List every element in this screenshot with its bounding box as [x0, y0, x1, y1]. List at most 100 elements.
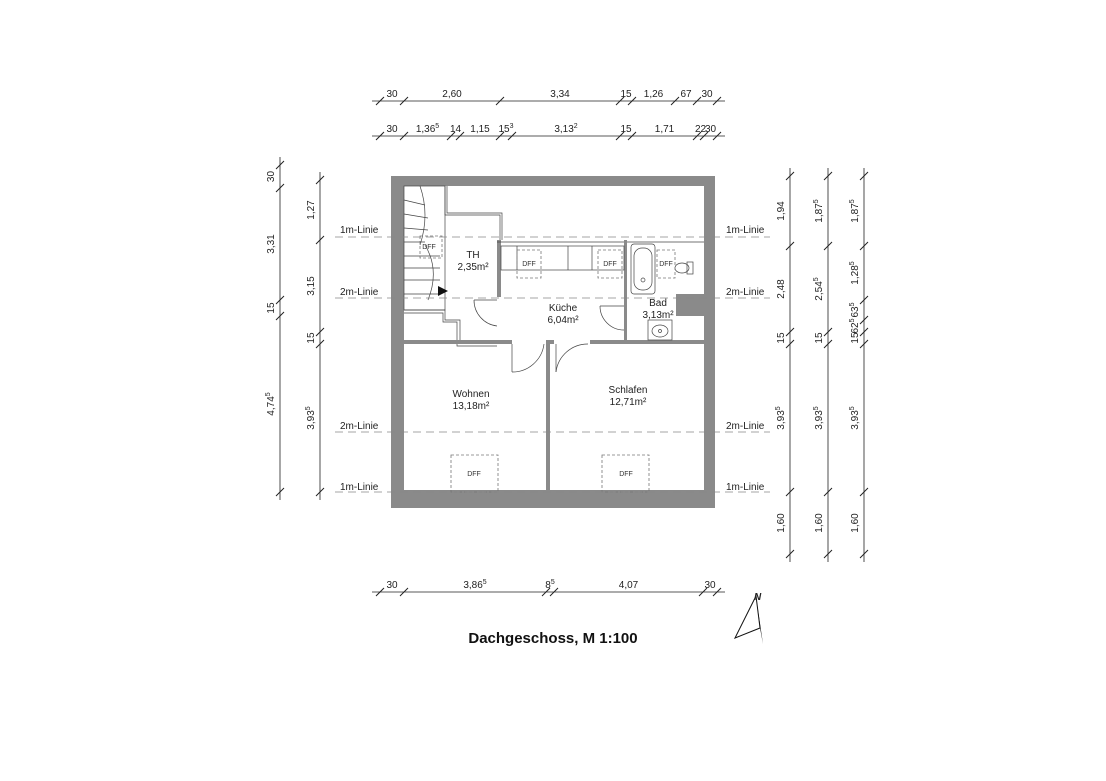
dim-value: 30: [386, 89, 398, 100]
dim-tick: [315, 175, 325, 185]
dim-superscript: 5: [849, 261, 856, 265]
dim-label: 2,48: [776, 279, 787, 299]
dim-label: 15: [620, 124, 632, 135]
dim-value: 22: [695, 124, 707, 135]
dim-label: 3,935: [813, 406, 825, 429]
dim-label: 3,15: [306, 276, 317, 296]
dim-value: 1,94: [776, 201, 787, 221]
north-label: N: [754, 592, 762, 603]
dim-label: 30: [386, 580, 398, 591]
dim-tick: [375, 587, 385, 597]
dim-label: 1,94: [776, 201, 787, 221]
dim-value: 63: [850, 306, 861, 318]
dim-label: 14: [450, 124, 462, 135]
dim-label: 15: [776, 332, 787, 344]
dim-tick: [712, 587, 722, 597]
dim-label: 15: [814, 332, 825, 344]
height-lines: 1m-Linie 1m-Linie 2m-Linie 2m-Linie 2m-L…: [335, 225, 770, 493]
dim-tick: [859, 171, 869, 181]
dim-tick: [785, 241, 795, 251]
dim-value: 8: [545, 580, 551, 591]
dim-label: 15: [620, 89, 632, 100]
dim-value: 30: [266, 171, 277, 183]
dim-tick: [399, 131, 409, 141]
dim-tick: [399, 96, 409, 106]
dim-tick: [785, 327, 795, 337]
dim-tick: [375, 131, 385, 141]
dim-tick: [627, 131, 637, 141]
line-label-2m-bottom-right: 2m-Linie: [726, 421, 765, 432]
dim-tick: [541, 587, 551, 597]
dim-label: 3,865: [463, 579, 486, 591]
dim-value: 2,54: [814, 281, 825, 301]
dim-tick: [275, 183, 285, 193]
dim-value: 2,48: [776, 279, 787, 299]
dim-superscript: 5: [813, 406, 820, 410]
dim-value: 1,87: [850, 203, 861, 223]
room-area-kueche: 6,04m²: [547, 315, 579, 326]
line-label-1m-bottom-right: 1m-Linie: [726, 482, 765, 493]
dim-tick: [375, 96, 385, 106]
dim-value: 1,60: [850, 513, 861, 533]
dim-value: 30: [705, 124, 717, 135]
room-labels: TH 2,35m² Küche 6,04m² Bad 3,13m² Wohnen…: [452, 250, 674, 412]
dim-label: 15: [850, 332, 861, 344]
dim-tick: [692, 131, 702, 141]
dim-value: 15: [266, 302, 277, 314]
dim-tick: [823, 549, 833, 559]
line-label-1m-top-right: 1m-Linie: [726, 225, 765, 236]
dim-label: 2,545: [813, 277, 825, 300]
dim-value: 30: [386, 580, 398, 591]
dim-label: 1,15: [470, 124, 490, 135]
dff-label-kitchen-2: DFF: [603, 261, 617, 268]
line-label-1m-top-left: 1m-Linie: [340, 225, 379, 236]
dim-tick: [507, 131, 517, 141]
dim-value: 30: [704, 580, 716, 591]
dim-tick: [455, 131, 465, 141]
dim-value: 3,15: [306, 276, 317, 296]
dim-label: 30: [705, 124, 717, 135]
dim-tick: [859, 295, 869, 305]
dim-label: 4,745: [265, 392, 277, 415]
dim-tick: [275, 295, 285, 305]
dim-label: 15: [306, 332, 317, 344]
dim-value: 4,07: [619, 580, 639, 591]
outer-walls: [391, 176, 715, 508]
dim-tick: [399, 587, 409, 597]
dim-tick: [785, 171, 795, 181]
drawing-title: Dachgeschoss, M 1:100: [468, 630, 638, 647]
dim-value: 15: [620, 124, 632, 135]
dim-value: 1,15: [470, 124, 490, 135]
dim-tick: [859, 315, 869, 325]
dim-tick: [823, 487, 833, 497]
dim-tick: [859, 339, 869, 349]
room-area-bad: 3,13m²: [642, 310, 674, 321]
dim-value: 15: [814, 332, 825, 344]
dim-label: 1,875: [849, 199, 861, 222]
dim-tick: [823, 327, 833, 337]
dim-label: 67: [680, 89, 692, 100]
dff-label-bath: DFF: [659, 261, 673, 268]
dim-label: 3,935: [849, 406, 861, 429]
dim-value: 15: [850, 332, 861, 344]
room-area-schlafen: 12,71m²: [610, 397, 647, 408]
dim-superscript: 5: [813, 199, 820, 203]
dim-value: 1,60: [814, 513, 825, 533]
dim-label: 4,07: [619, 580, 639, 591]
dim-tick: [785, 487, 795, 497]
dim-value: 3,31: [266, 234, 277, 254]
dim-label: 30: [386, 89, 398, 100]
dim-tick: [549, 587, 559, 597]
dim-superscript: 5: [265, 392, 272, 396]
dim-label: 1,60: [814, 513, 825, 533]
room-name-kueche: Küche: [549, 303, 578, 314]
line-label-1m-bottom-left: 1m-Linie: [340, 482, 379, 493]
dim-value: 3,34: [550, 89, 570, 100]
dim-label: 3,935: [775, 406, 787, 429]
